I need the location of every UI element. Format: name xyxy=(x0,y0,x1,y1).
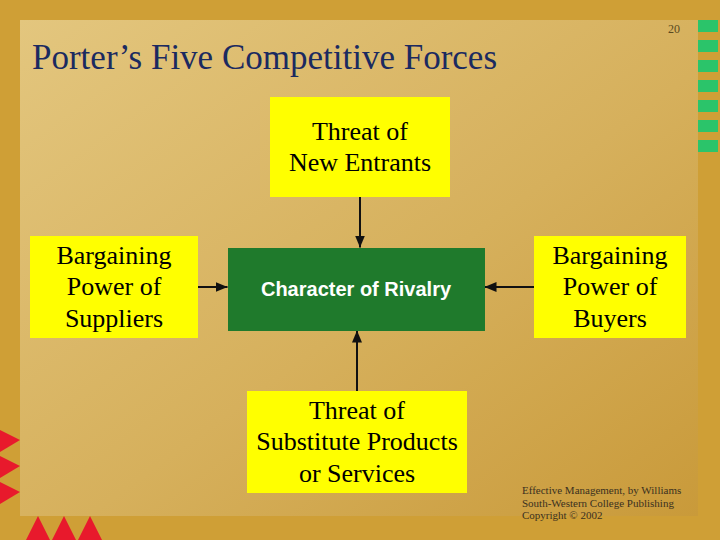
box-label: Bargaining Power of Suppliers xyxy=(36,240,192,334)
rivalry-box: Character of Rivalry xyxy=(228,248,485,331)
force-box: Threat of New Entrants xyxy=(270,97,450,197)
force-arrow xyxy=(359,197,361,248)
box-label: Threat of Substitute Products or Service… xyxy=(255,395,459,489)
green-bar xyxy=(698,120,718,132)
red-triangle xyxy=(0,456,20,478)
green-bar xyxy=(698,140,718,152)
red-triangle xyxy=(0,482,20,504)
green-bar xyxy=(698,80,718,92)
force-arrow xyxy=(485,286,535,288)
box-label: Bargaining Power of Buyers xyxy=(539,240,681,334)
force-box: Threat of Substitute Products or Service… xyxy=(247,391,467,493)
panel xyxy=(20,20,698,516)
green-bar xyxy=(698,60,718,72)
green-bar xyxy=(698,20,718,32)
green-bar xyxy=(698,100,718,112)
slide-title: Porter’s Five Competitive Forces xyxy=(32,38,497,78)
red-triangle xyxy=(78,516,102,540)
force-box: Bargaining Power of Buyers xyxy=(534,236,686,338)
green-bars xyxy=(698,20,718,152)
force-arrow xyxy=(198,286,228,288)
green-bar xyxy=(698,40,718,52)
red-triangle xyxy=(52,516,76,540)
red-triangle xyxy=(0,430,20,452)
red-triangle xyxy=(26,516,50,540)
slide-number: 20 xyxy=(668,22,680,37)
red-triangles xyxy=(0,430,102,540)
box-label: Threat of New Entrants xyxy=(287,116,433,178)
force-arrow xyxy=(356,331,358,392)
force-box: Bargaining Power of Suppliers xyxy=(30,236,198,338)
box-label: Character of Rivalry xyxy=(261,277,451,301)
copyright-caption: Effective Management, by Williams South-… xyxy=(522,484,704,522)
